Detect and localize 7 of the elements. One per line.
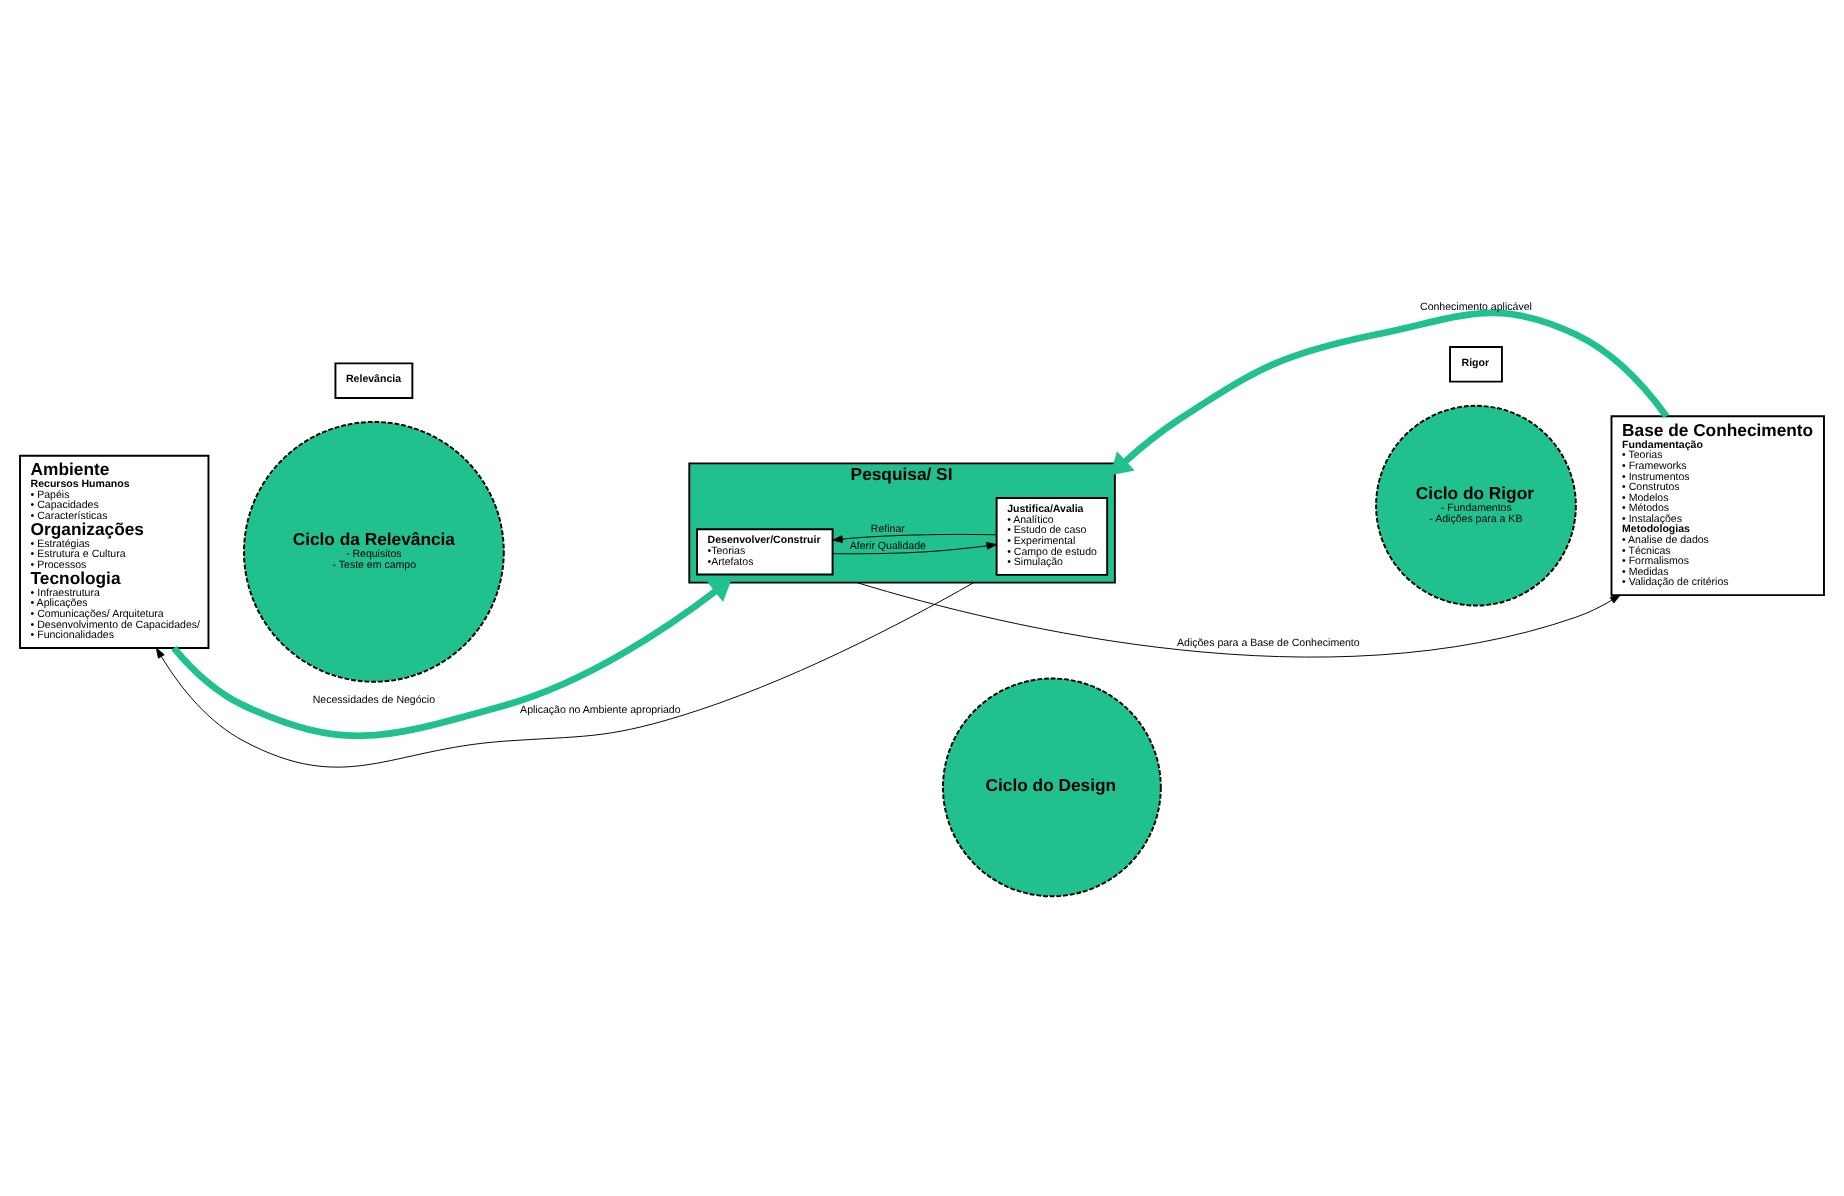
arrow [832, 541, 998, 554]
arrow [155, 581, 975, 767]
node-circle: Ciclo do Design [942, 676, 1162, 897]
arrow [832, 532, 997, 542]
arrow [1110, 308, 1670, 475]
arrow [171, 577, 732, 738]
arrow [856, 581, 1621, 657]
